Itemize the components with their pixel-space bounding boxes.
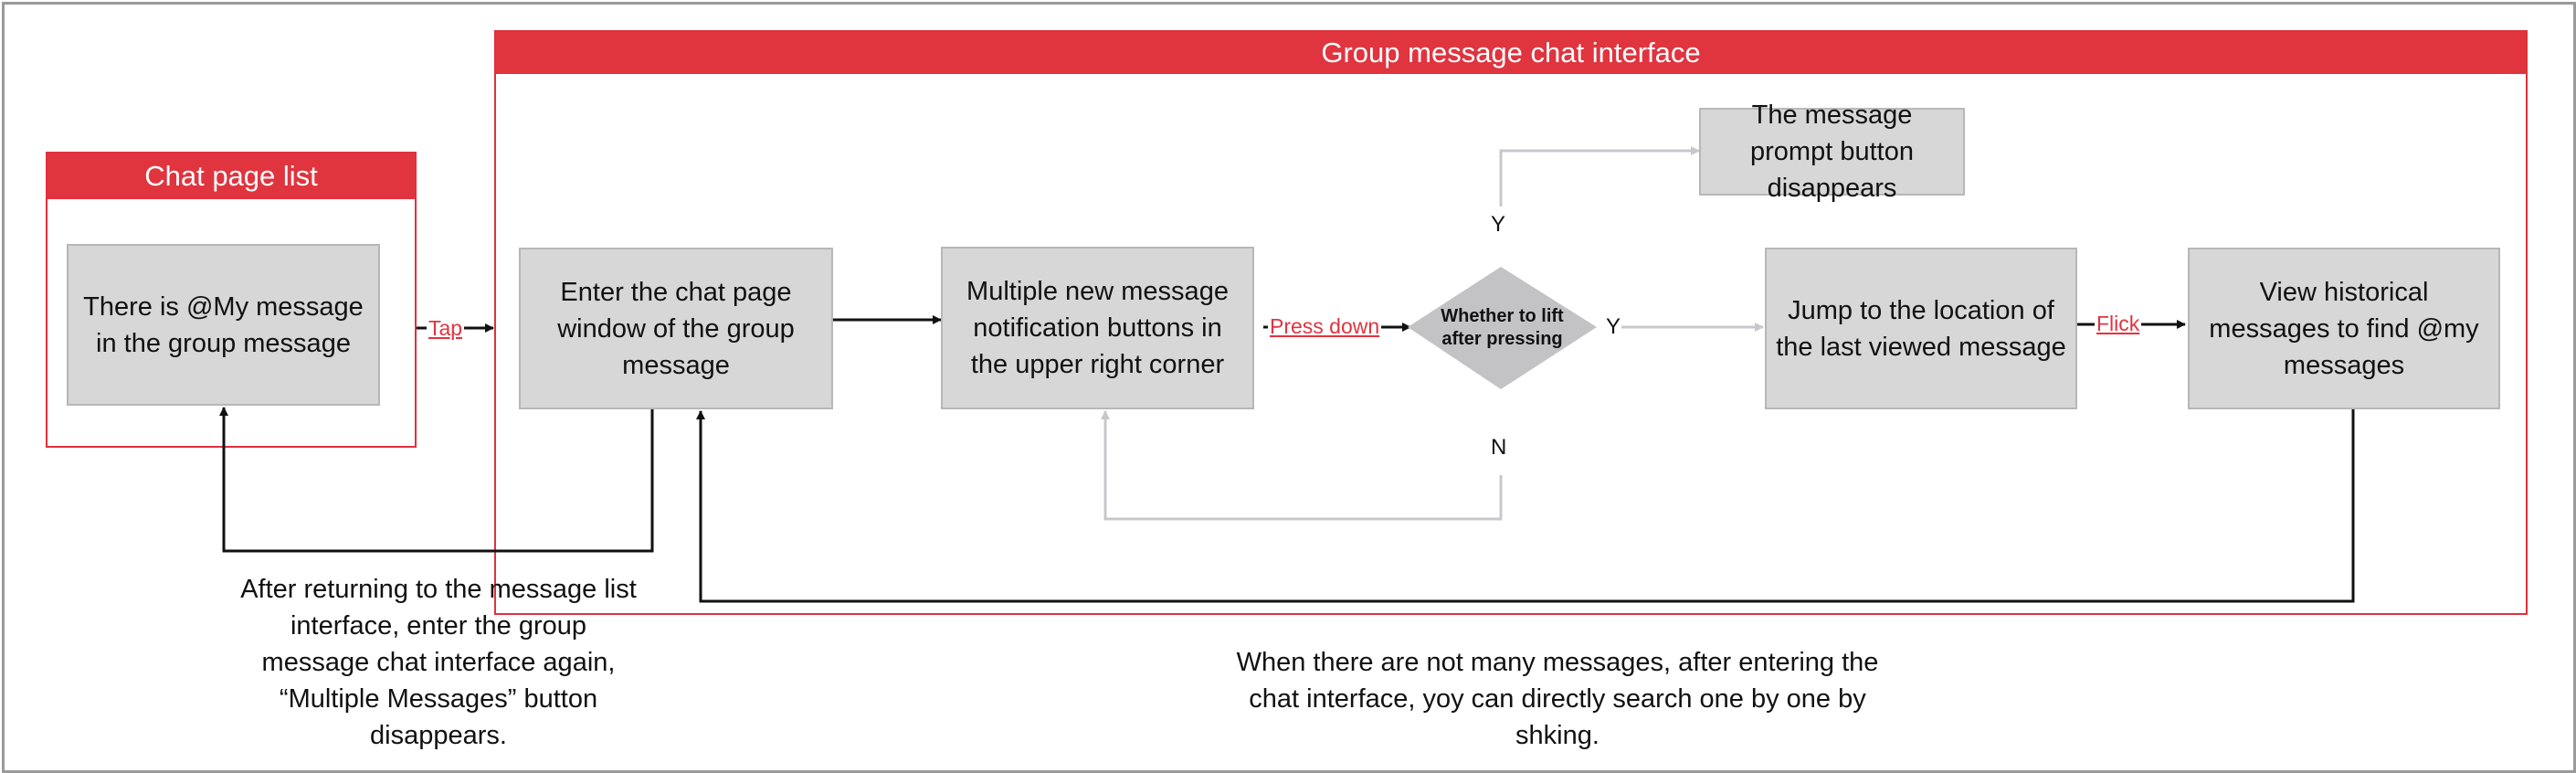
note-search: When there are not many messages, after … bbox=[1236, 648, 1879, 750]
arrow-no-loop bbox=[1101, 410, 1503, 521]
chat-page-list-panel: Chat page list bbox=[46, 152, 417, 448]
decision-no: N bbox=[1491, 435, 1507, 460]
node-prompt-disappears: The message prompt button disappears bbox=[1699, 101, 1965, 203]
arrow-search-loop bbox=[696, 409, 2355, 603]
node-notification-buttons: Multiple new message notification button… bbox=[941, 247, 1254, 409]
node-jump-location: Jump to the location of the last viewed … bbox=[1765, 248, 2077, 409]
edge-label-press-down: Press down bbox=[1268, 313, 1382, 339]
note-return: After returning to the message list inte… bbox=[240, 575, 637, 750]
node-at-message: There is @My message in the group messag… bbox=[67, 244, 380, 406]
node-view-history: View historical messages to find @my mes… bbox=[2188, 248, 2500, 409]
group-chat-panel: Group message chat interface bbox=[494, 30, 2528, 615]
edge-label-flick: Flick bbox=[2095, 311, 2142, 336]
decision-diamond bbox=[1408, 267, 1597, 389]
decision-yes-right: Y bbox=[1606, 314, 1621, 339]
arrow-yes-top bbox=[1499, 146, 1700, 206]
arrow-return-loop bbox=[219, 407, 654, 553]
decision-label: Whether to lift after pressing bbox=[1441, 306, 1564, 349]
decision-yes-top: Y bbox=[1491, 212, 1506, 237]
chat-page-list-title: Chat page list bbox=[48, 154, 415, 199]
group-chat-title: Group message chat interface bbox=[496, 32, 2526, 74]
decision-node: Whether to lift after pressing bbox=[1408, 267, 1597, 389]
edge-label-tap: Tap bbox=[427, 315, 465, 341]
node-enter-chat: Enter the chat page window of the group … bbox=[519, 248, 833, 409]
